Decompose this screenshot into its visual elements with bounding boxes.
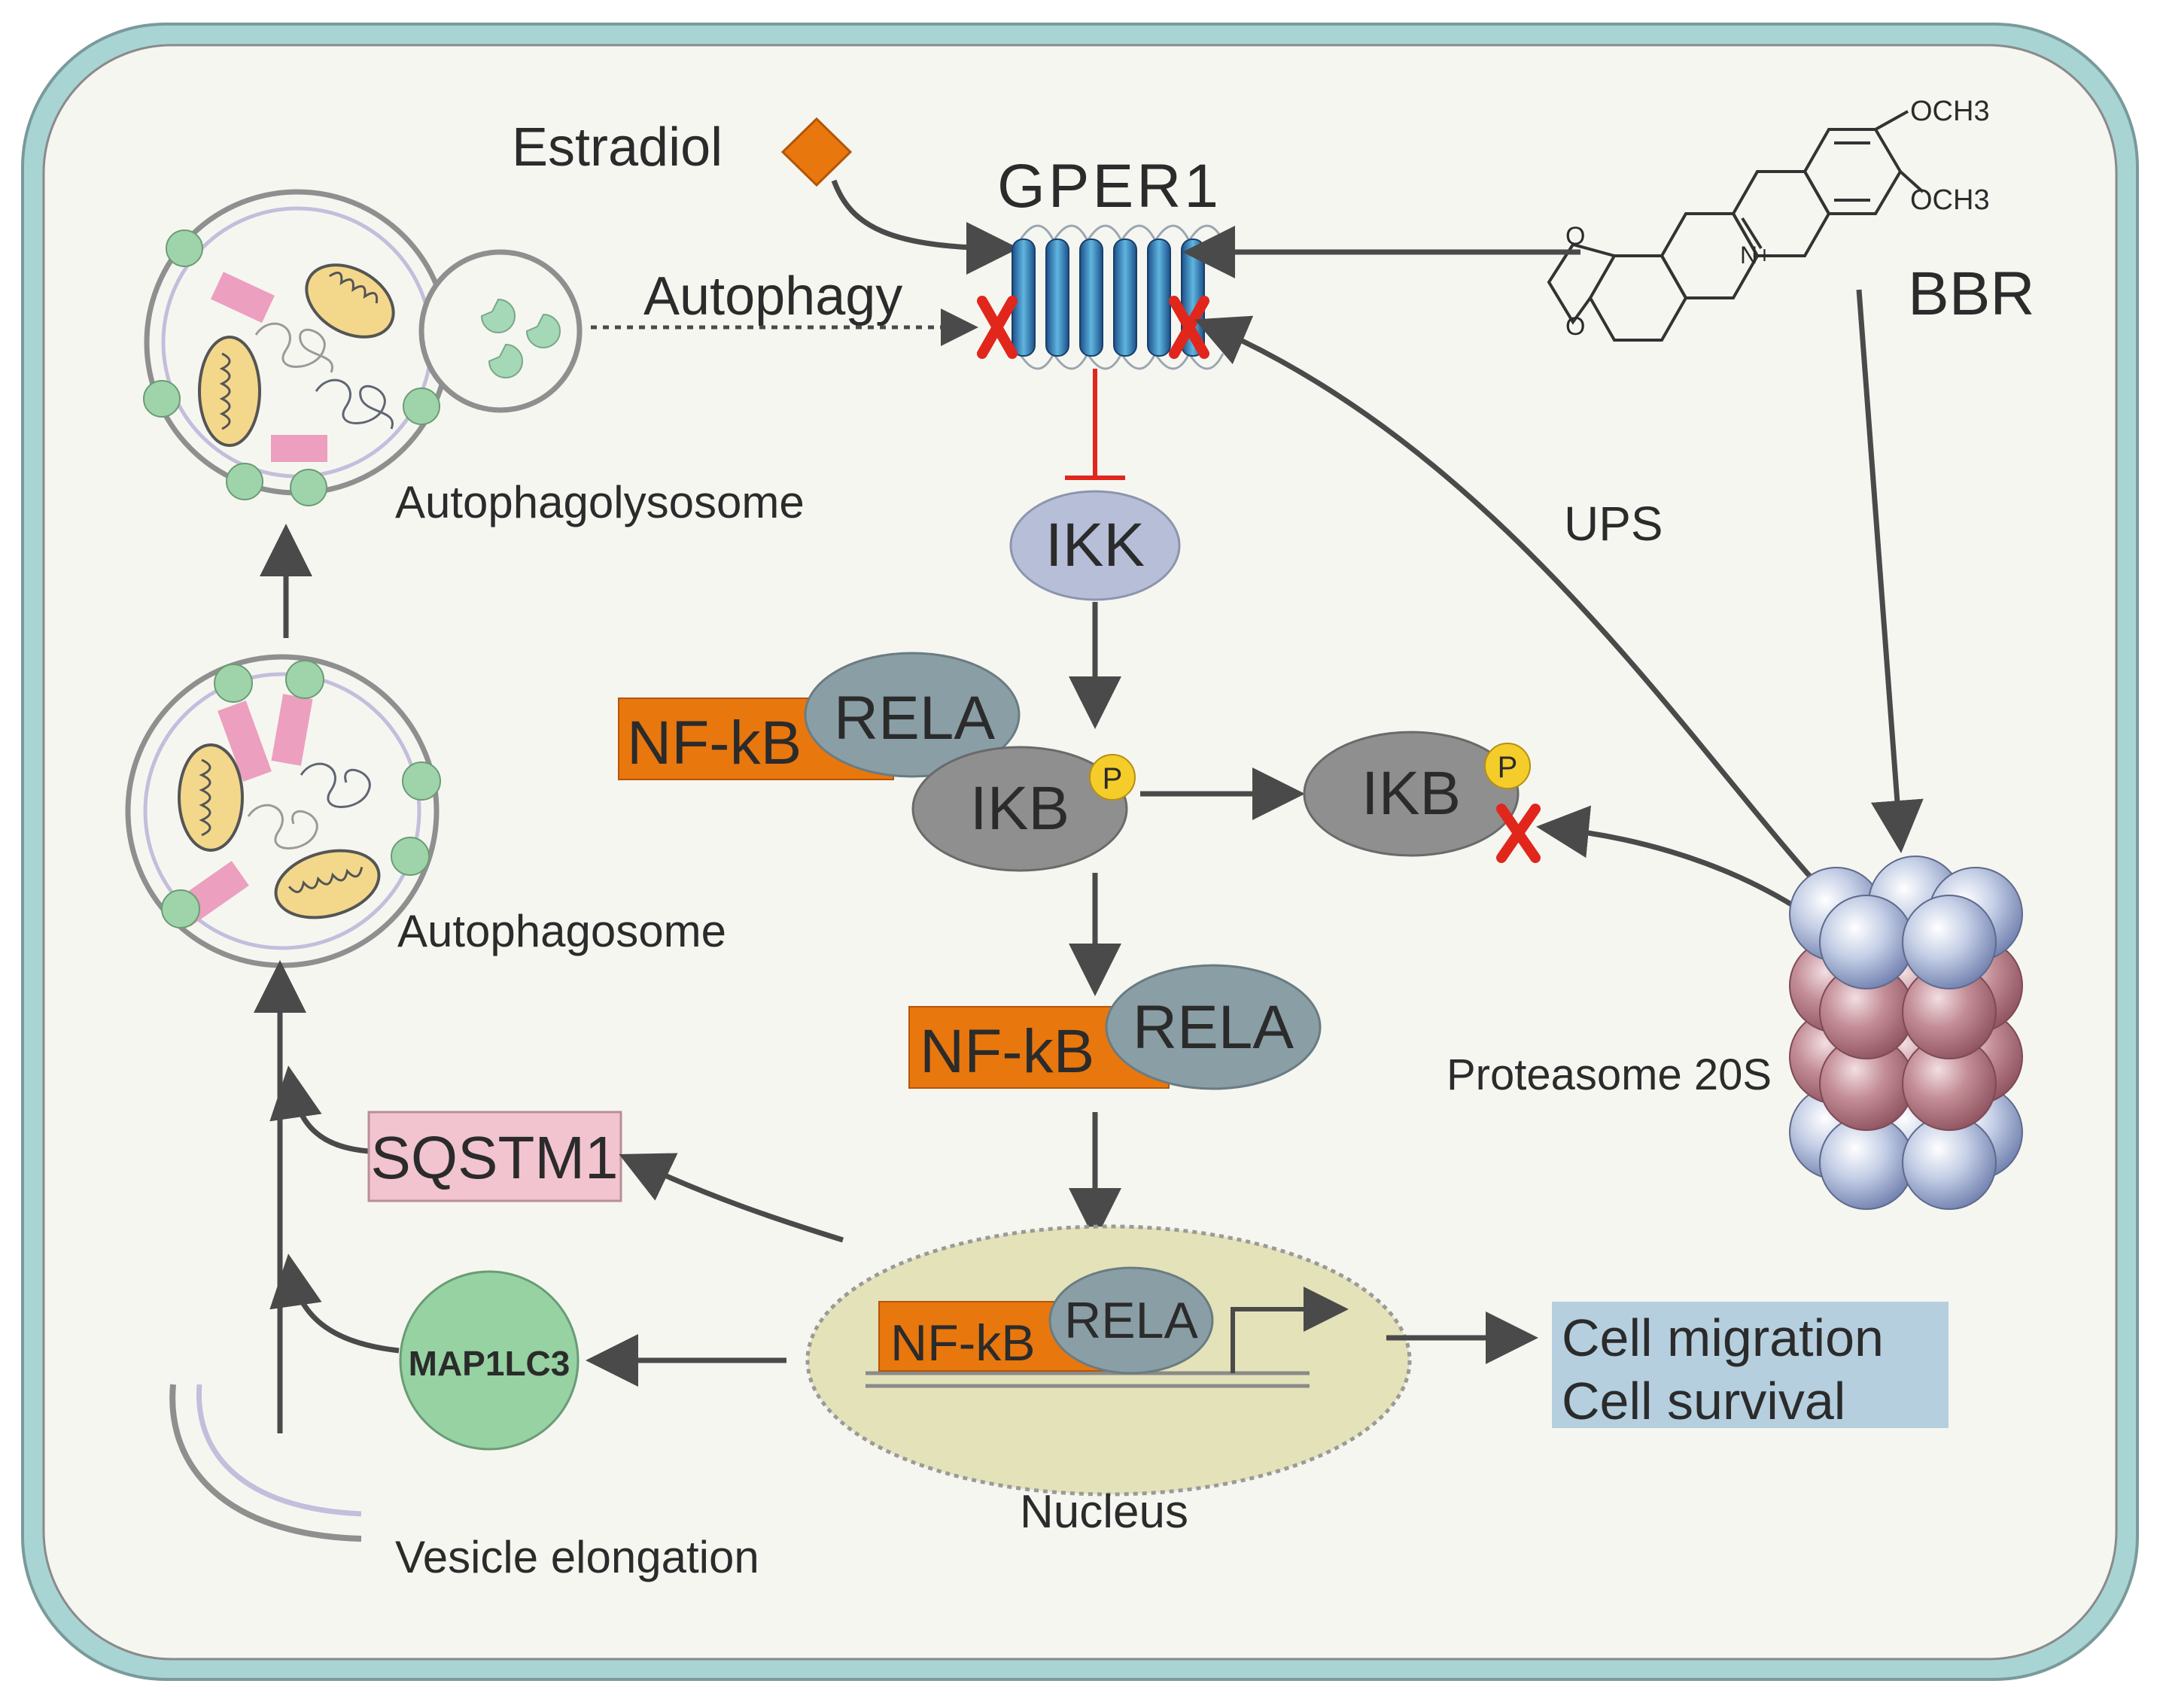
ikb-degraded-node: [1303, 731, 1520, 857]
proteasome-to-gper1-ups-arrow: [1194, 315, 1835, 904]
ikb-degraded-label: IKB: [1361, 759, 1461, 828]
proteasome-label: Proteasome 20S: [1447, 1050, 1772, 1099]
autophagolysosome-icon: [143, 189, 583, 506]
ikk-label: IKK: [1045, 511, 1145, 579]
nfkb-label-2: NF-kB: [920, 1017, 1094, 1086]
outcome-label-2: Cell survival: [1562, 1372, 1845, 1430]
bbr-label: BBR: [1908, 260, 2035, 328]
phospho-label-1: P: [1103, 762, 1123, 795]
rela-node-1: [804, 652, 1021, 778]
proteasome-20s-icon: [1789, 856, 2023, 1210]
autophagy-label: Autophagy: [643, 266, 902, 327]
sqstm1-box: [367, 1111, 622, 1202]
bbr-substituent-1: OCH3: [1910, 96, 1990, 127]
rela-label-1: RELA: [834, 684, 996, 752]
phospho-badge-2: [1484, 743, 1531, 789]
autophagosome-icon: [125, 654, 441, 968]
ikb-node: [911, 746, 1128, 872]
ikb-label: IKB: [970, 774, 1069, 843]
map1lc3-circle: [399, 1270, 580, 1451]
transcription-arrow: [1231, 1287, 1349, 1373]
bbr-molecule-icon: [1547, 110, 1924, 342]
estradiol-arrow: [831, 179, 1019, 275]
estradiol-diamond-icon: [780, 117, 853, 187]
gper1-receptor-icon: [1012, 224, 1225, 370]
ikb-degradation-cross-icon: [1496, 804, 1541, 863]
vesicle-elongation-label: Vesicle elongation: [395, 1532, 759, 1582]
vesicle-arc-inner: [196, 1384, 362, 1517]
sqstm1-to-path-arrow: [269, 1065, 370, 1154]
autophagolysosome-label: Autophagolysosome: [395, 477, 805, 527]
vesicle-arc-outer: [169, 1384, 362, 1542]
bbr-substituent-2: OCH3: [1910, 184, 1990, 216]
bbr-ring-o1: O: [1565, 222, 1585, 251]
rela-node-3: [1048, 1266, 1214, 1375]
nucleus-to-sqstm1-arrow: [619, 1153, 844, 1243]
ikk-node: [1009, 490, 1181, 601]
estradiol-label: Estradiol: [512, 117, 723, 178]
rela-label-3: RELA: [1064, 1292, 1198, 1349]
gper1-label: GPER1: [997, 152, 1221, 220]
rela-node-2: [1105, 964, 1322, 1090]
gper1-degradation-cross-left-icon: [977, 296, 1018, 359]
autophagosome-label: Autophagosome: [397, 906, 726, 956]
sqstm1-label: SQSTM1: [371, 1124, 619, 1191]
phospho-label-2: P: [1498, 751, 1518, 784]
bbr-ring-o2: O: [1565, 312, 1585, 341]
phospho-badge-1: [1089, 754, 1136, 801]
outcome-box: [1552, 1302, 1949, 1428]
bbr-charge-label: N+: [1740, 242, 1772, 269]
nfkb-label-3: NF-kB: [890, 1314, 1036, 1372]
ups-label: UPS: [1564, 497, 1663, 551]
map1lc3-to-path-arrow: [269, 1254, 400, 1354]
map1lc3-label: MAP1LC3: [409, 1344, 570, 1383]
bbr-to-proteasome-arrow: [1856, 289, 1924, 853]
rela-label-2: RELA: [1133, 993, 1294, 1062]
nfkb-label-1: NF-kB: [627, 709, 802, 777]
outcome-label-1: Cell migration: [1562, 1308, 1884, 1367]
proteasome-to-ikb-arrow: [1536, 805, 1796, 909]
nucleus-label: Nucleus: [1020, 1486, 1188, 1538]
